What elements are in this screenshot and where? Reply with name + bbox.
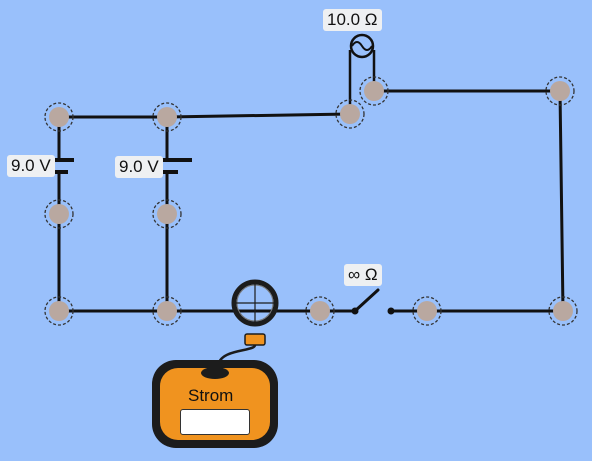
wire-top-middle[interactable] [165,112,352,119]
battery-right-voltage-label: 9.0 V [115,156,163,178]
wire-right-vertical[interactable] [558,89,565,313]
junction[interactable] [335,99,365,129]
junction[interactable] [359,76,389,106]
junction[interactable] [305,296,335,326]
junction[interactable] [548,296,578,326]
junction[interactable] [152,199,182,229]
wires [57,89,565,313]
current-probe-icon[interactable] [216,279,279,367]
bulb-resistance-label[interactable]: 10.0 Ω [323,9,382,31]
junction[interactable] [545,76,575,106]
switch-open[interactable] [351,288,395,315]
switch-resistance-label[interactable]: ∞ Ω [344,264,382,286]
ammeter-reading-display [180,409,250,435]
junction[interactable] [152,102,182,132]
junction[interactable] [44,102,74,132]
junctions [44,76,578,326]
battery-left-voltage-label: 9.0 V [7,155,55,177]
junction[interactable] [152,296,182,326]
junction[interactable] [412,296,442,326]
junction[interactable] [44,199,74,229]
light-bulb-icon[interactable] [348,33,376,114]
junction[interactable] [44,296,74,326]
ammeter-title: Strom [188,386,234,405]
switch-lever[interactable] [353,288,380,313]
